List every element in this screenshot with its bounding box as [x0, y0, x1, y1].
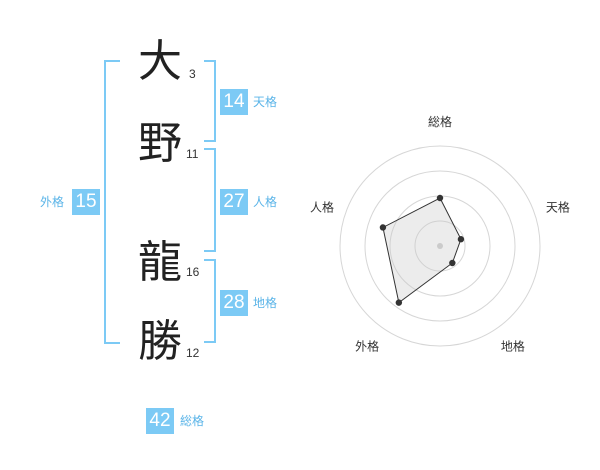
stroke-count-3: 16	[186, 265, 200, 279]
tenkaku-value: 14	[220, 89, 248, 115]
name-char-2: 野	[138, 118, 182, 169]
stroke-count-1: 3	[189, 67, 196, 81]
radar-axis-label-5: 人格	[310, 200, 334, 215]
stroke-count-4: 12	[186, 346, 200, 360]
radar-axis-label-1: 総格	[428, 114, 452, 129]
radar-point-4	[395, 299, 403, 306]
jinkaku-value: 27	[220, 189, 248, 215]
radar-ring-3	[364, 170, 516, 322]
tenkaku-label: 天格	[253, 95, 278, 109]
gaikaku-bracket	[104, 60, 120, 344]
radar-ring-1	[414, 220, 466, 272]
radar-point-1	[436, 194, 444, 202]
radar-ring-4	[339, 145, 541, 347]
radar-point-5	[379, 224, 387, 231]
chikaku-bracket	[204, 259, 216, 343]
radar-area	[382, 197, 462, 304]
jinkaku-label: 人格	[253, 195, 278, 209]
name-char-3: 龍	[138, 237, 182, 288]
radar-axis-label-3: 地格	[501, 338, 525, 353]
radar-axis-label-2: 天格	[546, 200, 570, 215]
stroke-count-2: 11	[186, 147, 199, 161]
soukaku-label: 総格	[180, 414, 205, 428]
tenkaku-bracket	[204, 60, 216, 142]
jinkaku-bracket	[204, 148, 216, 252]
radar-center-dot	[437, 243, 443, 249]
name-char-4: 勝	[138, 316, 182, 367]
radar-ring-2	[389, 195, 491, 297]
radar-point-2	[457, 236, 465, 243]
radar-axis-label-4: 外格	[355, 338, 379, 353]
soukaku-value: 42	[146, 408, 174, 434]
chikaku-label: 地格	[253, 296, 278, 310]
gaikaku-label: 外格	[40, 195, 65, 209]
chikaku-value: 28	[220, 290, 248, 316]
name-char-1: 大	[138, 36, 182, 87]
gaikaku-value: 15	[72, 189, 100, 215]
radar-point-3	[449, 259, 456, 267]
